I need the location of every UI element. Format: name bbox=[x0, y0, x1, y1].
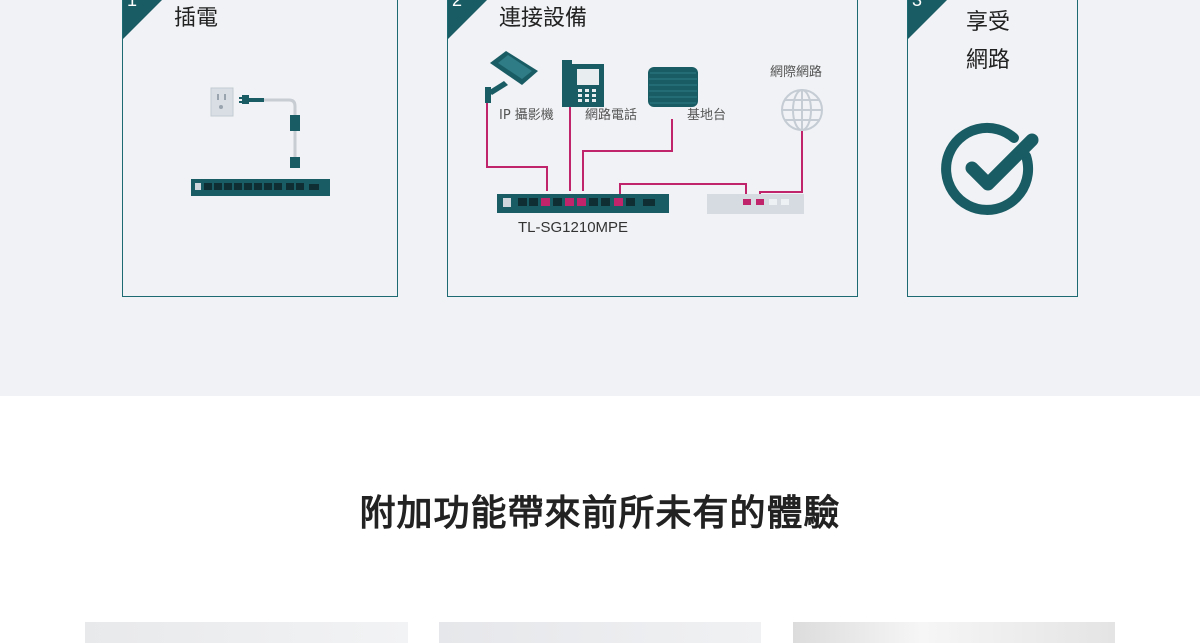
globe-icon bbox=[781, 89, 823, 131]
step-card-connect-devices: 2 連接設備 bbox=[447, 0, 858, 297]
switch-model-label: TL-SG1210MPE bbox=[518, 219, 629, 236]
step-title: 享受網路 bbox=[965, 10, 1010, 73]
step-number: 3 bbox=[912, 0, 923, 10]
connect-devices-illustration bbox=[485, 51, 823, 214]
step-title: 插電 bbox=[174, 6, 219, 31]
setup-steps-section: 1 插電 bbox=[0, 0, 1200, 396]
internet-label: 網際網路 bbox=[770, 65, 823, 80]
step-card-plug-in: 1 插電 bbox=[122, 0, 398, 297]
feature-image bbox=[439, 622, 761, 643]
plug-in-illustration bbox=[191, 87, 330, 196]
feature-image bbox=[793, 622, 1115, 643]
power-outlet-icon bbox=[210, 87, 234, 117]
step-number: 2 bbox=[452, 0, 463, 10]
step-title: 連接設備 bbox=[499, 6, 588, 31]
access-point-label: 基地台 bbox=[687, 108, 727, 123]
power-plug-icon bbox=[239, 95, 264, 104]
switch-icon bbox=[497, 194, 669, 213]
feature-image bbox=[85, 622, 408, 643]
switch-icon bbox=[191, 179, 330, 196]
checkmark-icon bbox=[941, 122, 1039, 215]
ip-camera-label: IP 攝影機 bbox=[499, 108, 554, 123]
access-point-icon bbox=[648, 67, 698, 107]
enjoy-network-illustration bbox=[941, 122, 1039, 215]
router-icon bbox=[707, 194, 804, 214]
ip-phone-icon bbox=[562, 60, 604, 107]
step-number-badge bbox=[908, 0, 956, 39]
ip-camera-icon bbox=[485, 51, 538, 103]
cable-ferrite bbox=[290, 115, 300, 131]
step-number: 1 bbox=[127, 0, 138, 10]
cable-connector bbox=[290, 157, 300, 168]
ip-phone-label: 網路電話 bbox=[585, 108, 638, 123]
features-heading: 附加功能帶來前所未有的體驗 bbox=[359, 493, 841, 534]
step-number-badge bbox=[123, 0, 171, 39]
step-card-enjoy-network: 3 享受網路 bbox=[907, 0, 1078, 297]
step-number-badge bbox=[448, 0, 496, 39]
